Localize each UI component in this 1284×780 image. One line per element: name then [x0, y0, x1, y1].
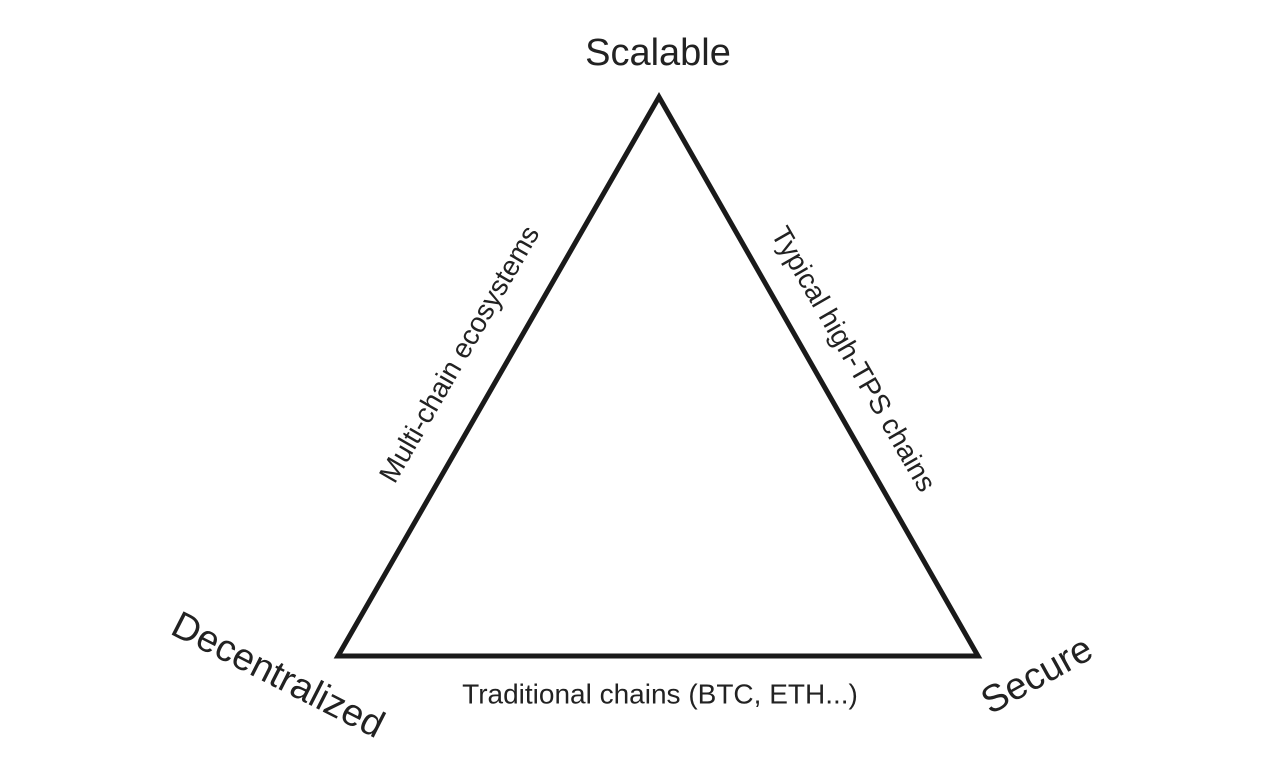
triangle-outline [333, 91, 983, 659]
vertex-label-secure: Secure [974, 628, 1100, 723]
edge-label-bottom: Traditional chains (BTC, ETH...) [462, 678, 858, 709]
vertex-label-scalable: Scalable [585, 32, 731, 74]
edge-label-right: Typical high-TPS chains [765, 221, 942, 497]
